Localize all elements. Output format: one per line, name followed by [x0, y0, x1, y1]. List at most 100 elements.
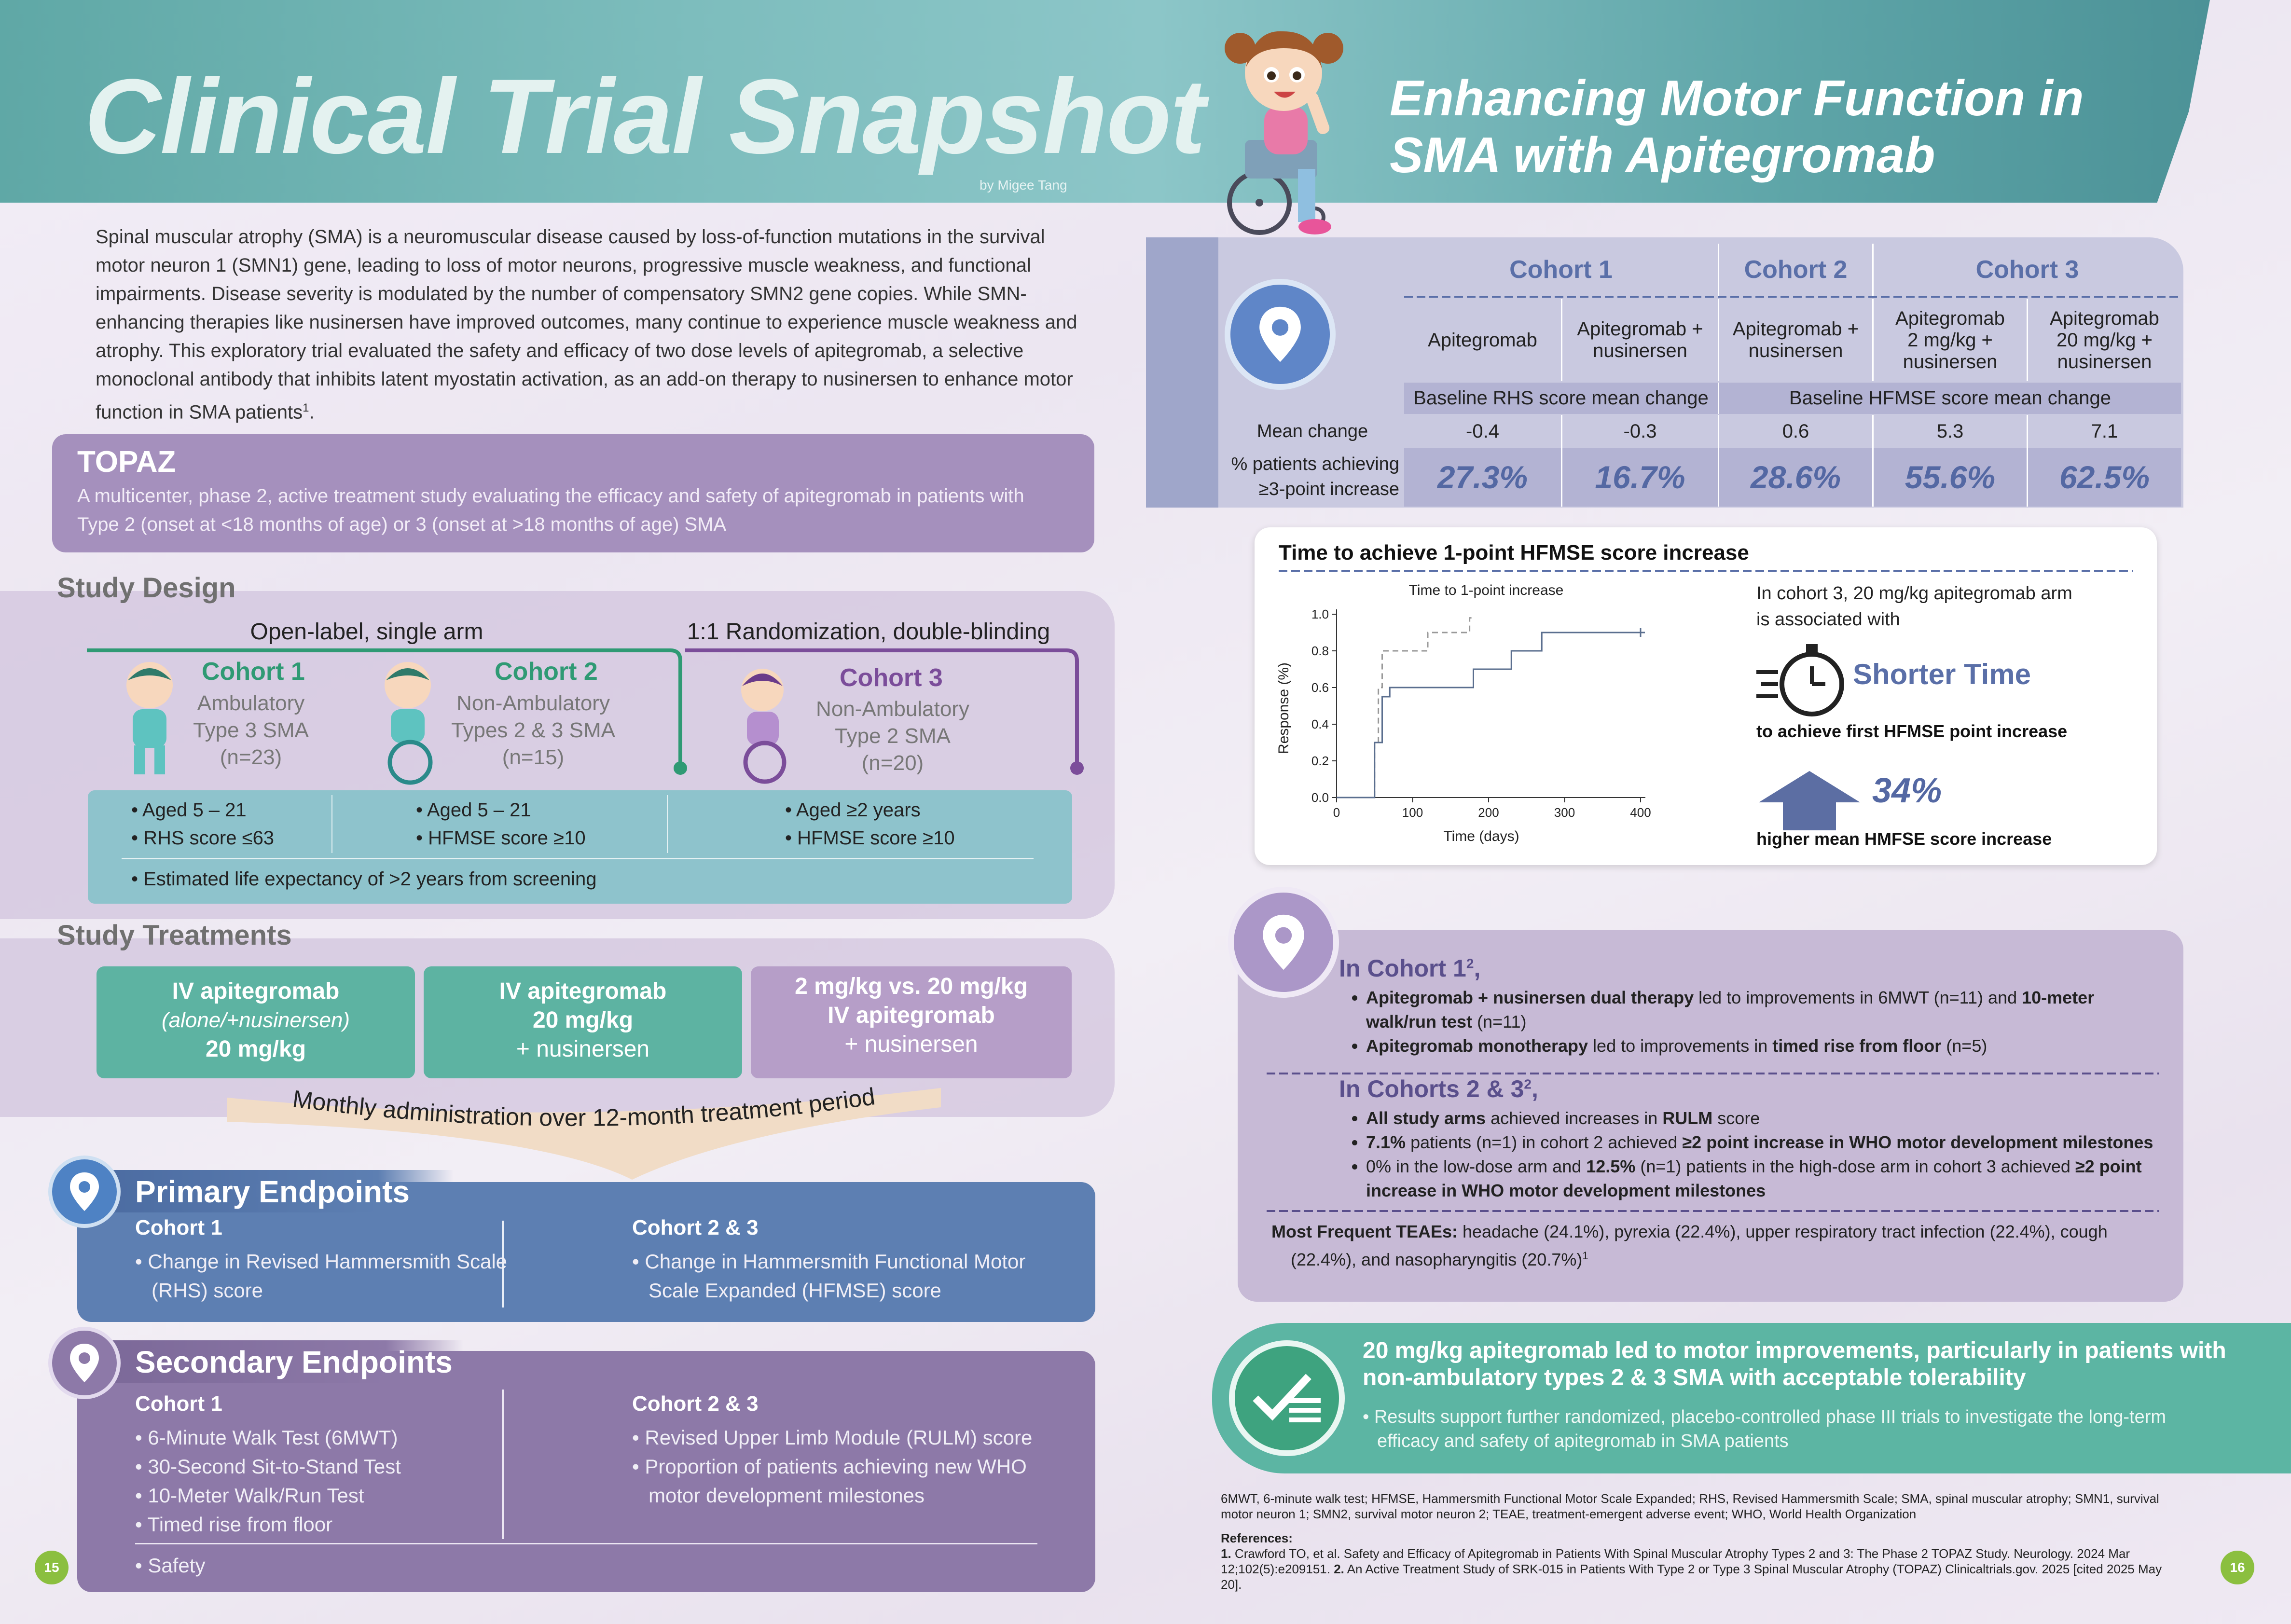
- criteria-c1-age: • Aged 5 – 21: [131, 799, 247, 821]
- y-tick-label: 0.2: [1311, 754, 1329, 768]
- results-h1-comma: ,: [1474, 955, 1481, 982]
- inclusion-criteria-box: • Aged 5 – 21 • RHS score ≤63 • Aged 5 –…: [88, 790, 1072, 904]
- footnote-refs: 1. Crawford TO, et al. Safety and Effica…: [1221, 1546, 2186, 1592]
- x-tick-label: 200: [1478, 805, 1499, 820]
- table-head-divider: [1404, 296, 2181, 298]
- secondary-c1-item: • Timed rise from floor: [135, 1513, 333, 1536]
- pct-increase-value: 34%: [1872, 771, 1942, 810]
- results-divider-2: [1267, 1210, 2159, 1212]
- table-row-label-mean: Mean change: [1256, 421, 1368, 441]
- cohort2-line2: Types 2 & 3 SMA: [451, 718, 615, 742]
- treatment3-l2: IV apitegromab: [828, 1003, 995, 1028]
- ref1-text: Crawford TO, et al. Safety and Efficacy …: [1221, 1546, 2130, 1576]
- teae-ref: 1: [1582, 1250, 1588, 1262]
- criteria-cohort2: • Aged 5 – 21 • HFMSE score ≥10: [416, 796, 586, 852]
- res-text: achieved increases in: [1486, 1108, 1663, 1128]
- secondary-c2-item: • Proportion of patients achieving new W…: [632, 1455, 1027, 1478]
- list-item: All study arms achieved increases in RUL…: [1366, 1106, 2164, 1130]
- cohort1-n: (n=23): [220, 745, 282, 769]
- page-number-right: 16: [2221, 1551, 2254, 1584]
- table-pct-value: 28.6%: [1718, 448, 1872, 507]
- table-mean-value: -0.4: [1466, 420, 1499, 442]
- criteria-cohort3: • Aged ≥2 years • HFMSE score ≥10: [785, 796, 955, 852]
- cohort1-title: Cohort 1: [202, 658, 305, 686]
- results-cohort1-heading: In Cohort 12,: [1339, 954, 1480, 982]
- table-pct-value: 16.7%: [1561, 448, 1718, 507]
- series-line-0: [1337, 617, 1474, 798]
- time-card: Time to achieve 1-point HFMSE score incr…: [1255, 527, 2157, 865]
- time-card-desc: In cohort 3, 20 mg/kg apitegromab arm is…: [1756, 580, 2072, 633]
- intro-text: Spinal muscular atrophy (SMA) is a neuro…: [96, 226, 1077, 423]
- secondary-c1-item: • 10-Meter Walk/Run Test: [135, 1484, 364, 1507]
- res-text: (n=5): [1941, 1036, 1987, 1056]
- res-bold: ≥2 point increase in WHO motor developme…: [1366, 1156, 2142, 1200]
- primary-c2-title: Cohort 2 & 3: [632, 1216, 759, 1239]
- cohort3-n: (n=20): [861, 751, 924, 775]
- footnote-ref-label: References:: [1221, 1531, 1293, 1545]
- km-chart: Time to 1-point increase Time (days) Res…: [1276, 582, 1651, 844]
- monthly-arrow-shape: [227, 1088, 941, 1180]
- secondary-title-bar: Secondary Endpoints: [77, 1340, 463, 1383]
- time-card-title: Time to achieve 1-point HFMSE score incr…: [1279, 541, 1749, 564]
- table-head-cohort2: Cohort 2: [1718, 244, 1872, 296]
- criteria-c3-score: • HFMSE score ≥10: [785, 827, 955, 849]
- results-h2-ref: 2: [1524, 1076, 1532, 1092]
- location-pin-icon: [70, 1172, 99, 1211]
- time-card-desc-1: In cohort 3, 20 mg/kg apitegromab arm: [1756, 583, 2072, 604]
- list-item: Apitegromab monotherapy led to improveme…: [1366, 1034, 2164, 1058]
- criteria-c1-score: • RHS score ≤63: [131, 827, 275, 849]
- secondary-safety: • Safety: [135, 1554, 206, 1577]
- svg-text:Monthly administration over 12: Monthly administration over 12-month tre…: [291, 1086, 877, 1131]
- criteria-c3-age: • Aged ≥2 years: [785, 799, 921, 821]
- chart-title: Time to 1-point increase: [1409, 582, 1564, 598]
- criteria-cohort1: • Aged 5 – 21 • RHS score ≤63: [131, 796, 274, 852]
- treatment-box-3: 2 mg/kg vs. 20 mg/kg IV apitegromab + nu…: [751, 966, 1072, 1078]
- res-bold: 10-meter walk/run test: [1366, 988, 2095, 1032]
- table-pct-value: 62.5%: [2027, 448, 2181, 507]
- criteria-common: • Estimated life expectancy of >2 years …: [131, 868, 597, 890]
- table-row-label-pct: % patients achieving ≥3-point increase: [1221, 448, 1404, 506]
- secondary-c1-item: • 30-Second Sit-to-Stand Test: [135, 1455, 401, 1478]
- y-tick-label: 1.0: [1311, 607, 1329, 621]
- criteria-c2-age: • Aged 5 – 21: [416, 799, 531, 821]
- res-text: patients (n=1) in cohort 2 achieved: [1406, 1132, 1683, 1152]
- res-text: led to improvements in 6MWT (n=11) and: [1694, 988, 2022, 1007]
- shorter-time-sub: to achieve first HFMSE point increase: [1756, 721, 2068, 741]
- results-h2-text: In Cohorts 2 & 3: [1339, 1075, 1524, 1102]
- x-tick-label: 0: [1333, 805, 1340, 820]
- check-list-icon: [1229, 1340, 1345, 1456]
- time-card-divider: [1279, 570, 2133, 572]
- results-pin-icon: [1228, 887, 1339, 998]
- intro-end: .: [309, 401, 315, 423]
- intro-ref: 1: [303, 401, 309, 414]
- stopwatch-icon: [1756, 644, 1844, 716]
- cohort1-description: Ambulatory Type 3 SMA (n=23): [171, 690, 331, 771]
- results-table: Cohort 1 Cohort 2 Cohort 3 Apitegromab A…: [1404, 244, 2183, 508]
- series-line-1: [1337, 632, 1641, 798]
- results-divider-1: [1267, 1073, 2159, 1074]
- table-arm: Apitegromab 20 mg/kg + nusinersen: [2027, 299, 2181, 381]
- secondary-c2-item: motor development milestones: [649, 1484, 925, 1507]
- cohort3-line2: Type 2 SMA: [835, 724, 951, 748]
- table-score-hfmse: Baseline HFMSE score mean change: [1718, 383, 2181, 414]
- location-pin-icon: [1263, 914, 1304, 970]
- location-pin-icon: [70, 1344, 99, 1382]
- results-h1-ref: 2: [1466, 956, 1474, 971]
- secondary-endpoints-box: Cohort 1 • 6-Minute Walk Test (6MWT) • 3…: [77, 1351, 1095, 1592]
- time-card-desc-2: is associated with: [1756, 609, 1900, 630]
- table-head-cohort3: Cohort 3: [1872, 244, 2181, 296]
- page-title: Clinical Trial Snapshot: [84, 57, 1206, 176]
- topaz-title: TOPAZ: [77, 445, 176, 479]
- treatment2-l1: IV apitegromab: [499, 978, 667, 1004]
- chart-ylabel: Response (%): [1276, 662, 1292, 754]
- group-brackets: [87, 648, 1084, 775]
- criteria-divider-1: [331, 795, 332, 853]
- treatment1-l1: IV apitegromab: [172, 978, 340, 1004]
- table-head-cohort1: Cohort 1: [1509, 256, 1613, 284]
- res-bold: RULM: [1662, 1108, 1713, 1128]
- table-arm: Apitegromab + nusinersen: [1718, 299, 1872, 381]
- table-pct-value: 55.6%: [1872, 448, 2027, 507]
- treatment3-l1: 2 mg/kg vs. 20 mg/kg: [795, 974, 1028, 999]
- cohort2-description: Non-Ambulatory Types 2 & 3 SMA (n=15): [439, 690, 627, 771]
- page-subtitle: Enhancing Motor Function in SMA with Api…: [1390, 70, 2084, 183]
